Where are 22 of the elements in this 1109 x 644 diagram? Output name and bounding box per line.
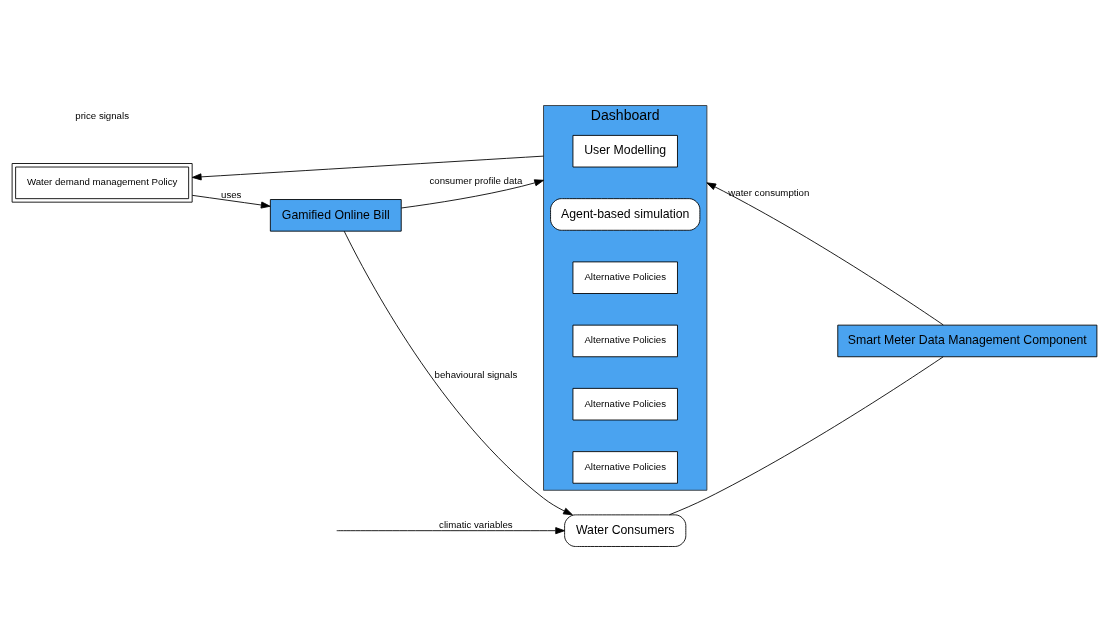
node-box: Smart Meter Data Management Component bbox=[837, 324, 1098, 357]
edge-label: uses bbox=[221, 188, 242, 200]
arrow bbox=[191, 194, 271, 208]
node-box: Alternative Policies bbox=[572, 450, 678, 484]
edge-label: climatic variables bbox=[439, 518, 513, 530]
arrow bbox=[400, 178, 544, 208]
edge-label: behavioural signals bbox=[434, 368, 518, 380]
node-box: User Modelling bbox=[572, 134, 678, 167]
node-box: Alternative Policies bbox=[572, 324, 678, 357]
node-box: Gamified Online Bill bbox=[269, 198, 402, 232]
connector bbox=[669, 355, 944, 515]
arrow bbox=[343, 230, 573, 515]
label: price signals bbox=[75, 109, 129, 121]
arrow bbox=[191, 155, 544, 180]
node-box: Alternative Policies bbox=[572, 387, 678, 420]
node-box: Agent-based simulation bbox=[550, 197, 701, 231]
node-box: Alternative Policies bbox=[572, 260, 678, 294]
arrow bbox=[706, 181, 944, 325]
arrow bbox=[336, 526, 565, 534]
node-box: Water Consumers bbox=[564, 513, 687, 547]
edge-label: consumer profile data bbox=[429, 174, 523, 186]
edge-label: water consumption bbox=[728, 186, 810, 198]
